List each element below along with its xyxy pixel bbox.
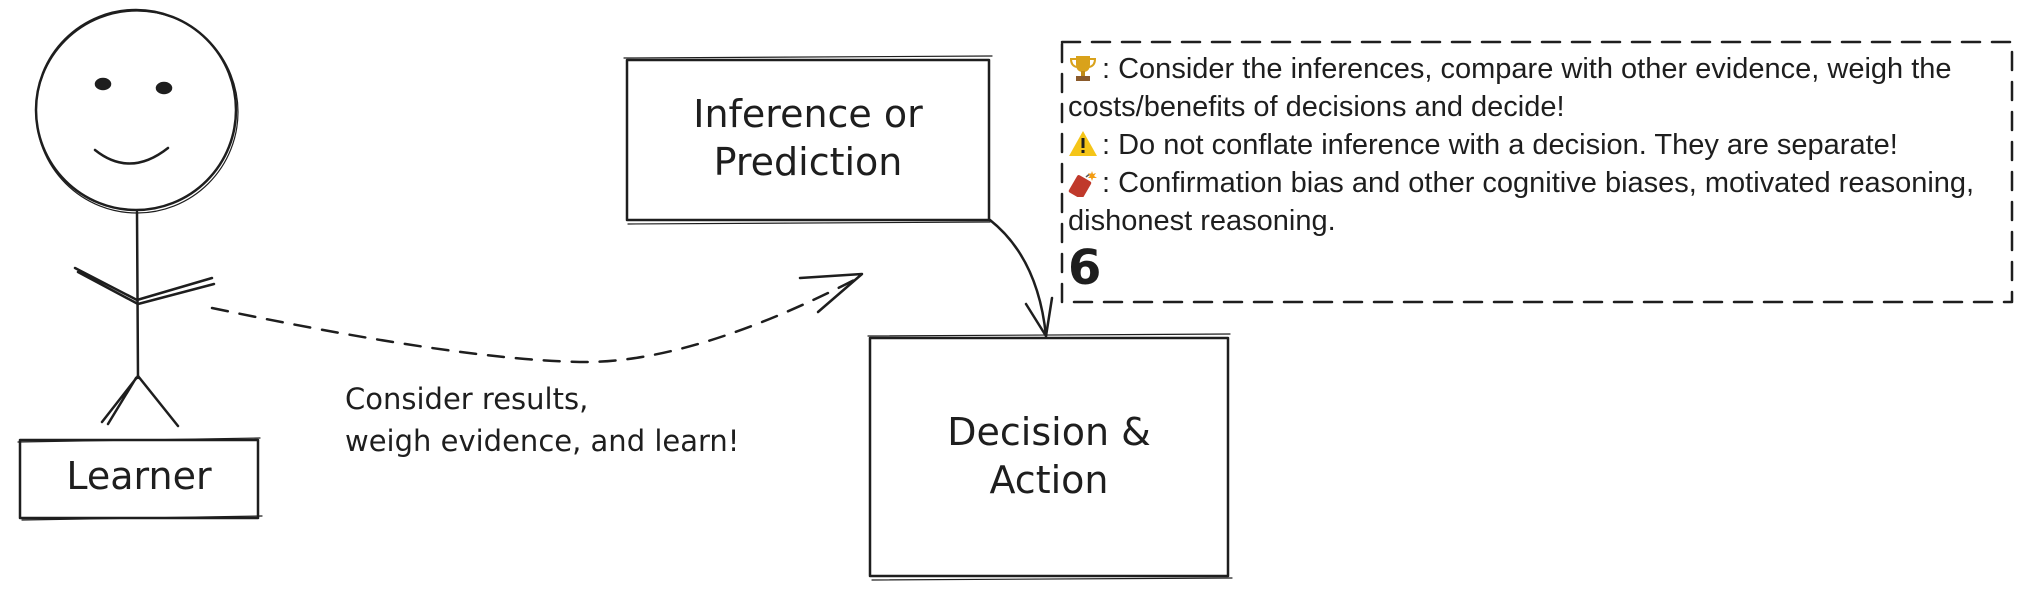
- learner-smile: [93, 146, 170, 165]
- learner-arm-left: [73, 266, 140, 306]
- left-eye: [94, 77, 112, 91]
- decision-line-1: Decision &: [947, 410, 1151, 454]
- decision-box-label: Decision & Action: [870, 408, 1228, 504]
- warning-icon: [1069, 131, 1097, 156]
- note-item-trophy: : Consider the inferences, compare with …: [1068, 53, 1952, 123]
- learner-box: [17, 437, 263, 521]
- learner-figure: [34, 8, 239, 428]
- feedback-line-1: Consider results,: [345, 382, 589, 416]
- learner-leg-right: [136, 374, 180, 428]
- decision-box: [867, 333, 1233, 581]
- step-number: 6: [1068, 240, 1102, 296]
- feedback-arrow: [210, 272, 864, 364]
- inference-line-1: Inference or: [693, 92, 923, 136]
- note-item-warning: : Do not conflate inference with a decis…: [1068, 126, 2008, 164]
- note-box: : Consider the inferences, compare with …: [1068, 50, 2008, 296]
- learner-body: [135, 210, 140, 380]
- inference-to-decision-arrow: [988, 218, 1054, 338]
- learner-arm-right: [135, 276, 216, 306]
- right-eye: [155, 81, 173, 95]
- note-item-dynamite: : Confirmation bias and other cognitive …: [1068, 167, 1975, 237]
- feedback-line-2: weigh evidence, and learn!: [345, 424, 740, 458]
- inference-box-label: Inference or Prediction: [627, 90, 989, 186]
- decision-line-2: Action: [989, 458, 1109, 502]
- note-frame: [1060, 40, 2014, 304]
- learner-leg-left: [100, 374, 140, 426]
- feedback-label: Consider results, weigh evidence, and le…: [345, 378, 739, 462]
- learner-label: Learner: [66, 454, 212, 498]
- dynamite-icon: [1068, 171, 1097, 197]
- trophy-icon: [1069, 56, 1097, 81]
- inference-box: [623, 55, 993, 225]
- inference-line-2: Prediction: [713, 140, 903, 184]
